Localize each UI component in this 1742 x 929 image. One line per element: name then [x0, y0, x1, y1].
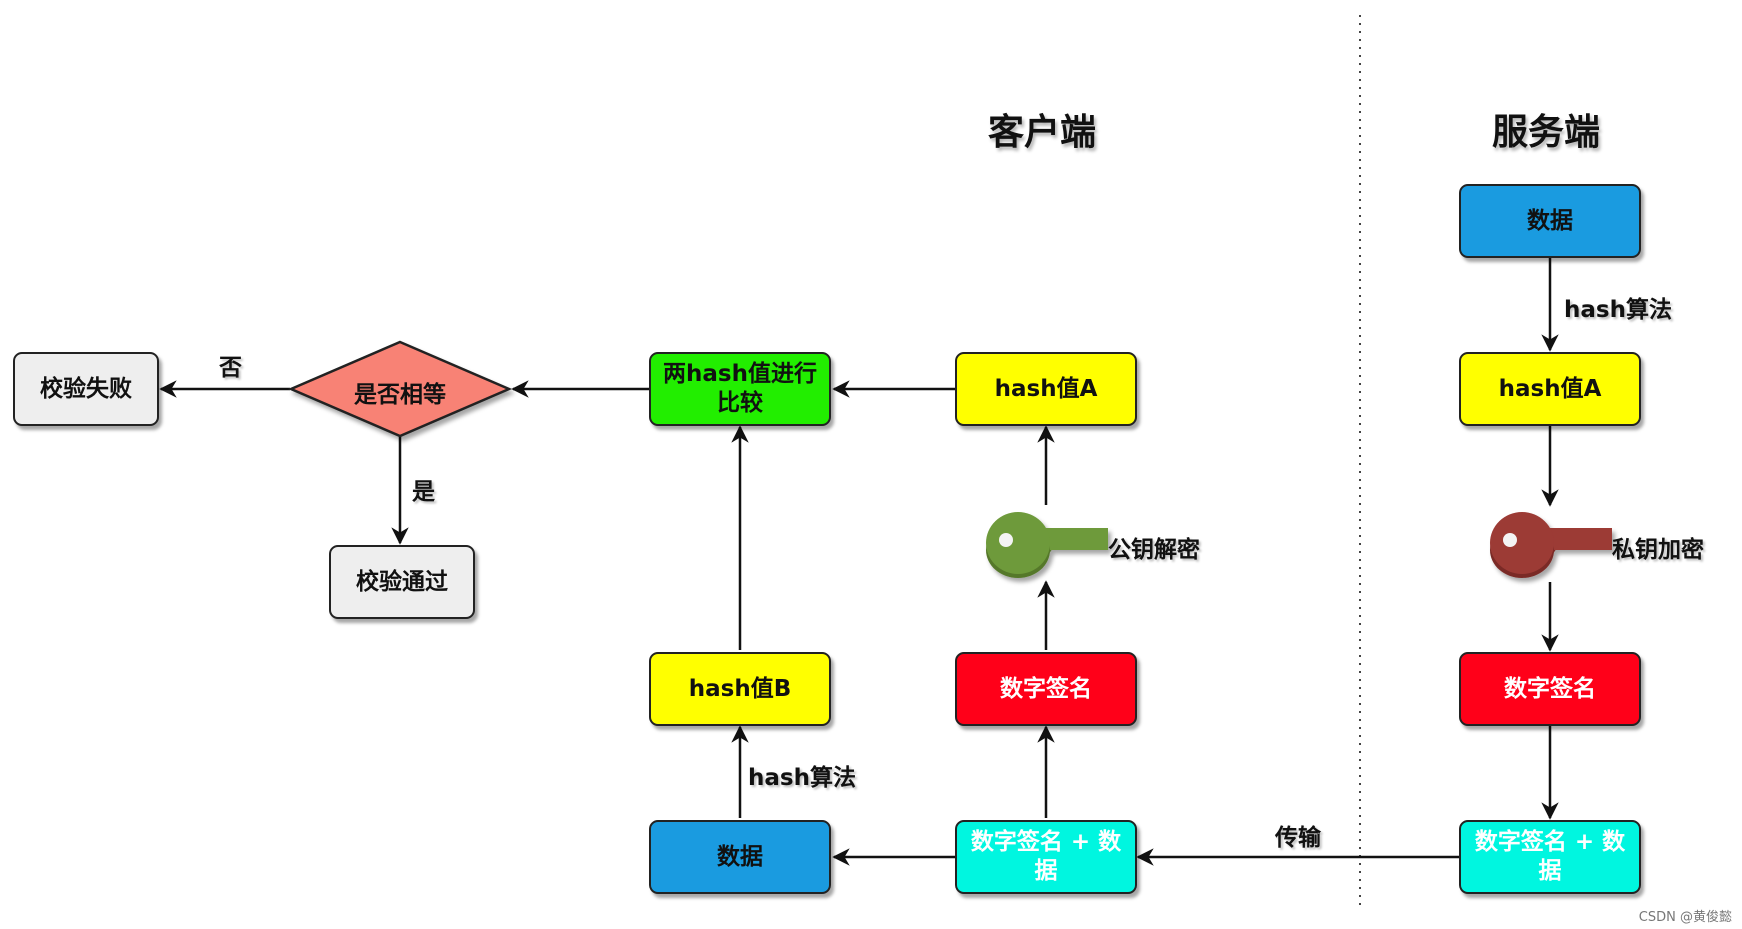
private-key-icon	[1490, 512, 1612, 578]
server-signature-box: 数字签名	[1459, 652, 1641, 726]
verify-pass-box: 校验通过	[329, 545, 475, 619]
client-signature-plus-data-box: 数字签名 + 数据	[955, 820, 1137, 894]
verify-fail-box: 校验失败	[13, 352, 159, 426]
server-hash-a-box: hash值A	[1459, 352, 1641, 426]
server-private-key-label: 私钥加密	[1612, 537, 1704, 563]
decision-no-label: 否	[219, 355, 242, 381]
decision-yes-label: 是	[412, 479, 435, 505]
server-hash-algo-label: hash算法	[1564, 297, 1672, 323]
public-key-icon	[986, 512, 1108, 578]
server-data-box: 数据	[1459, 184, 1641, 258]
client-hash-algo-label: hash算法	[748, 765, 856, 791]
server-title: 服务端	[1492, 112, 1601, 153]
compare-hashes-box: 两hash值进行比较	[649, 352, 831, 426]
client-public-key-label: 公钥解密	[1108, 537, 1200, 563]
decision-diamond	[287, 340, 513, 438]
client-title: 客户端	[988, 112, 1097, 153]
decision-label: 是否相等	[354, 382, 446, 408]
client-signature-box: 数字签名	[955, 652, 1137, 726]
watermark: CSDN @黄俊懿	[1638, 910, 1732, 925]
server-signature-plus-data-box: 数字签名 + 数据	[1459, 820, 1641, 894]
client-data-box: 数据	[649, 820, 831, 894]
client-hash-a-box: hash值A	[955, 352, 1137, 426]
client-hash-b-box: hash值B	[649, 652, 831, 726]
transfer-label: 传输	[1275, 825, 1321, 851]
